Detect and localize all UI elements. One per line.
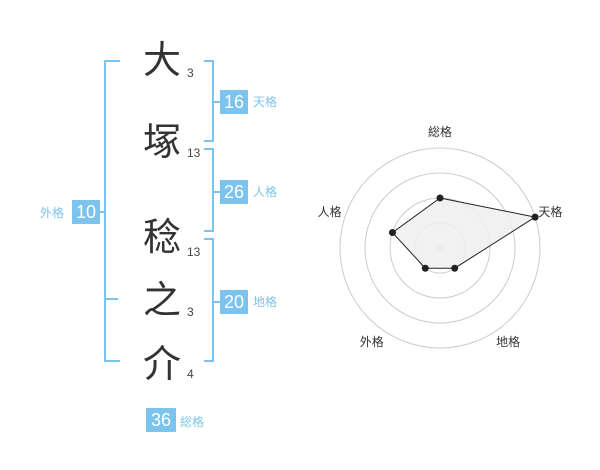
stroke-count-4: 3 xyxy=(187,305,194,319)
radar-axis-label: 総格 xyxy=(428,124,452,139)
jinkaku-connector xyxy=(214,191,220,193)
radar-point-5 xyxy=(388,229,396,237)
radar-point-1 xyxy=(436,194,444,202)
stroke-count-2: 13 xyxy=(187,146,201,160)
gaikaku-divider xyxy=(106,298,118,300)
radar-axis-label: 外格 xyxy=(360,334,384,349)
soukaku-label: 総格 xyxy=(180,415,205,429)
name-char-5: 介 xyxy=(142,342,181,386)
chikaku-bracket xyxy=(204,238,214,362)
jinkaku-label: 人格 xyxy=(253,185,278,199)
name-char-4: 之 xyxy=(142,278,181,322)
gaikaku-label: 外格 xyxy=(40,206,65,220)
radar-axis-label: 人格 xyxy=(318,204,342,219)
tenkaku-connector xyxy=(214,101,220,103)
gaikaku-value: 10 xyxy=(72,200,100,224)
stroke-count-1: 3 xyxy=(187,66,194,80)
stroke-count-5: 4 xyxy=(187,367,194,381)
stroke-count-3: 13 xyxy=(187,245,201,259)
name-char-3: 稔 xyxy=(142,215,181,259)
radar-point-2 xyxy=(531,213,539,221)
chikaku-label: 地格 xyxy=(253,295,278,309)
radar-series-area xyxy=(391,197,537,269)
jinkaku-value: 26 xyxy=(220,180,248,204)
soukaku-value: 36 xyxy=(146,408,176,432)
radar-point-3 xyxy=(451,264,459,272)
gaikaku-connector xyxy=(96,211,106,213)
chikaku-connector xyxy=(214,301,220,303)
name-char-2: 塚 xyxy=(142,120,181,164)
radar-ring xyxy=(339,147,541,349)
radar-axis-label: 天格 xyxy=(538,204,562,219)
chikaku-value: 20 xyxy=(220,290,248,314)
name-char-1: 大 xyxy=(142,38,181,82)
radar-axis-label: 地格 xyxy=(496,334,520,349)
tenkaku-bracket xyxy=(204,60,214,142)
radar-ring xyxy=(364,172,516,324)
radar-point-4 xyxy=(421,264,429,272)
tenkaku-label: 天格 xyxy=(253,95,278,109)
jinkaku-bracket xyxy=(204,148,214,232)
tenkaku-value: 16 xyxy=(220,90,248,114)
